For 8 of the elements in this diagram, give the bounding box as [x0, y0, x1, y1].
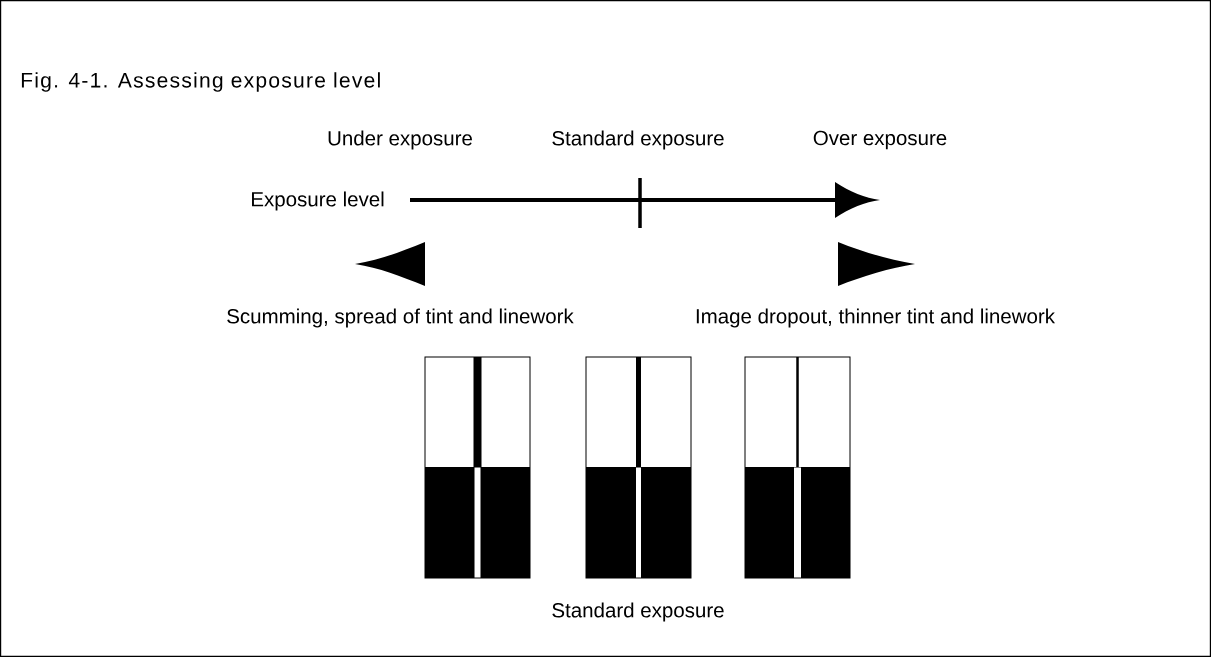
scale-label: Over exposure — [813, 130, 947, 150]
axis-label: Exposure level — [252, 191, 384, 211]
plate-caption: Standard exposure — [552, 602, 724, 622]
scale-label: Under exposure — [328, 130, 472, 150]
effect-label: Scumming, spread of tint and linework — [227, 308, 574, 328]
scale-label: Standard exposure — [552, 130, 724, 150]
effect-label: Image dropout, thinner tint and linework — [696, 308, 1055, 328]
heading: Fig. 4-1. Assessing exposure level — [21, 72, 380, 92]
